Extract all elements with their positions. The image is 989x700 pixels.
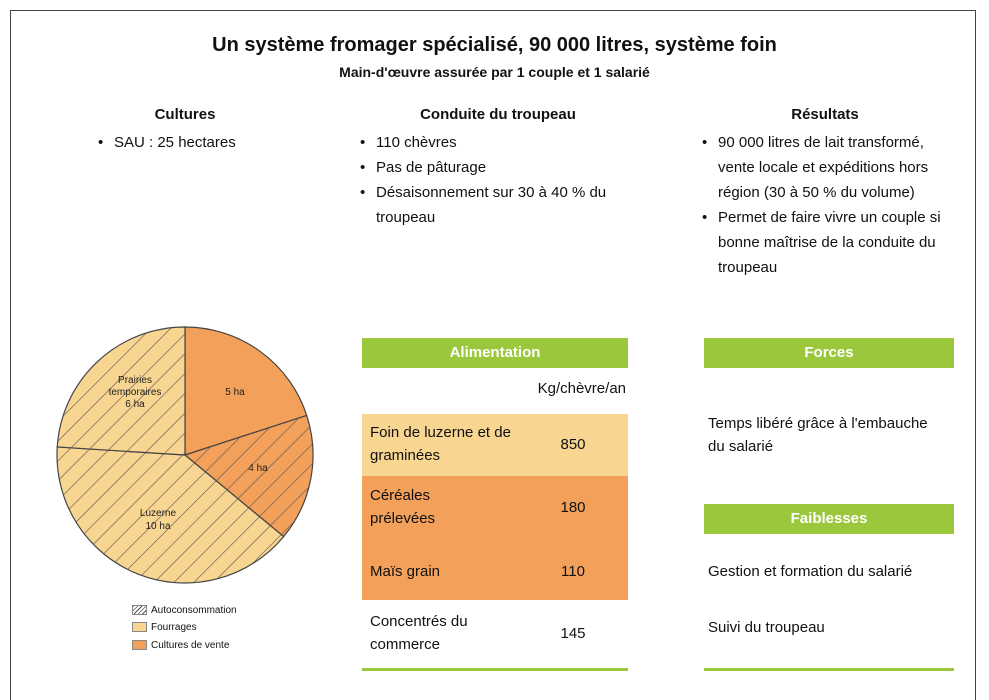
- pie-slice: [184, 326, 308, 456]
- forces-item: Temps libéré grâce à l'embauche du salar…: [708, 415, 928, 455]
- pie-label-4ha: 4 ha: [248, 463, 268, 474]
- resultats-item: 90 000 litres de lait transformé, vente …: [702, 130, 958, 205]
- legend-hatch-swatch: [132, 605, 147, 616]
- resultats-item: Permet de faire vivre un couple si bonne…: [702, 205, 958, 280]
- pie-slice-hatch: [57, 327, 185, 455]
- forces-header: Forces: [704, 338, 954, 368]
- page-frame: [10, 10, 976, 700]
- cultures-heading: Cultures: [154, 106, 216, 123]
- pie-slice-hatch: [185, 415, 313, 537]
- alimentation-row: Concentrés du commerce 145: [362, 600, 628, 665]
- faiblesses-header: Faiblesses: [704, 504, 954, 534]
- alimentation-panel: Alimentation Kg/chèvre/an Foin de luzern…: [362, 338, 628, 671]
- conduite-heading: Conduite du troupeau: [420, 106, 576, 123]
- pie-label-5ha: 5 ha: [225, 387, 245, 398]
- conduite-list: 110 chèvres Pas de pâturage Désaisonneme…: [360, 130, 640, 230]
- pie-slice-hatch: [56, 446, 284, 583]
- page-subtitle: Main-d'œuvre assurée par 1 couple et 1 s…: [339, 64, 650, 80]
- forces-panel: Forces Temps libéré grâce à l'embauche d…: [704, 338, 954, 504]
- legend-cultures-vente: Cultures de vente: [132, 640, 229, 651]
- resultats-list: 90 000 litres de lait transformé, vente …: [702, 130, 958, 280]
- page-title: Un système fromager spécialisé, 90 000 l…: [212, 34, 777, 56]
- cultures-list: SAU : 25 hectares: [98, 130, 298, 155]
- cultures-item: SAU : 25 hectares: [98, 130, 298, 155]
- faiblesses-item: Gestion et formation du salarié: [708, 563, 913, 580]
- faiblesses-panel: Faiblesses Gestion et formation du salar…: [704, 504, 954, 671]
- legend-autoconsommation: Autoconsommation: [132, 605, 237, 616]
- legend-fourrages-swatch: [132, 622, 147, 633]
- legend-fourrages: Fourrages: [132, 622, 197, 633]
- legend-vente-swatch: [132, 640, 147, 651]
- conduite-item: 110 chèvres: [360, 130, 640, 155]
- conduite-item: Pas de pâturage: [360, 155, 640, 180]
- alimentation-row: Maïs grain 110: [362, 542, 628, 600]
- alimentation-header: Alimentation: [362, 338, 628, 368]
- alimentation-row: Foin de luzerne et de graminées 850: [362, 414, 628, 476]
- conduite-item: Désaisonnement sur 30 à 40 % du troupeau: [360, 180, 640, 230]
- alimentation-row: Céréales prélevées 180: [362, 476, 628, 542]
- faiblesses-item: Suivi du troupeau: [708, 619, 825, 636]
- alimentation-unit-header: Kg/chèvre/an: [537, 380, 626, 397]
- resultats-heading: Résultats: [791, 106, 859, 123]
